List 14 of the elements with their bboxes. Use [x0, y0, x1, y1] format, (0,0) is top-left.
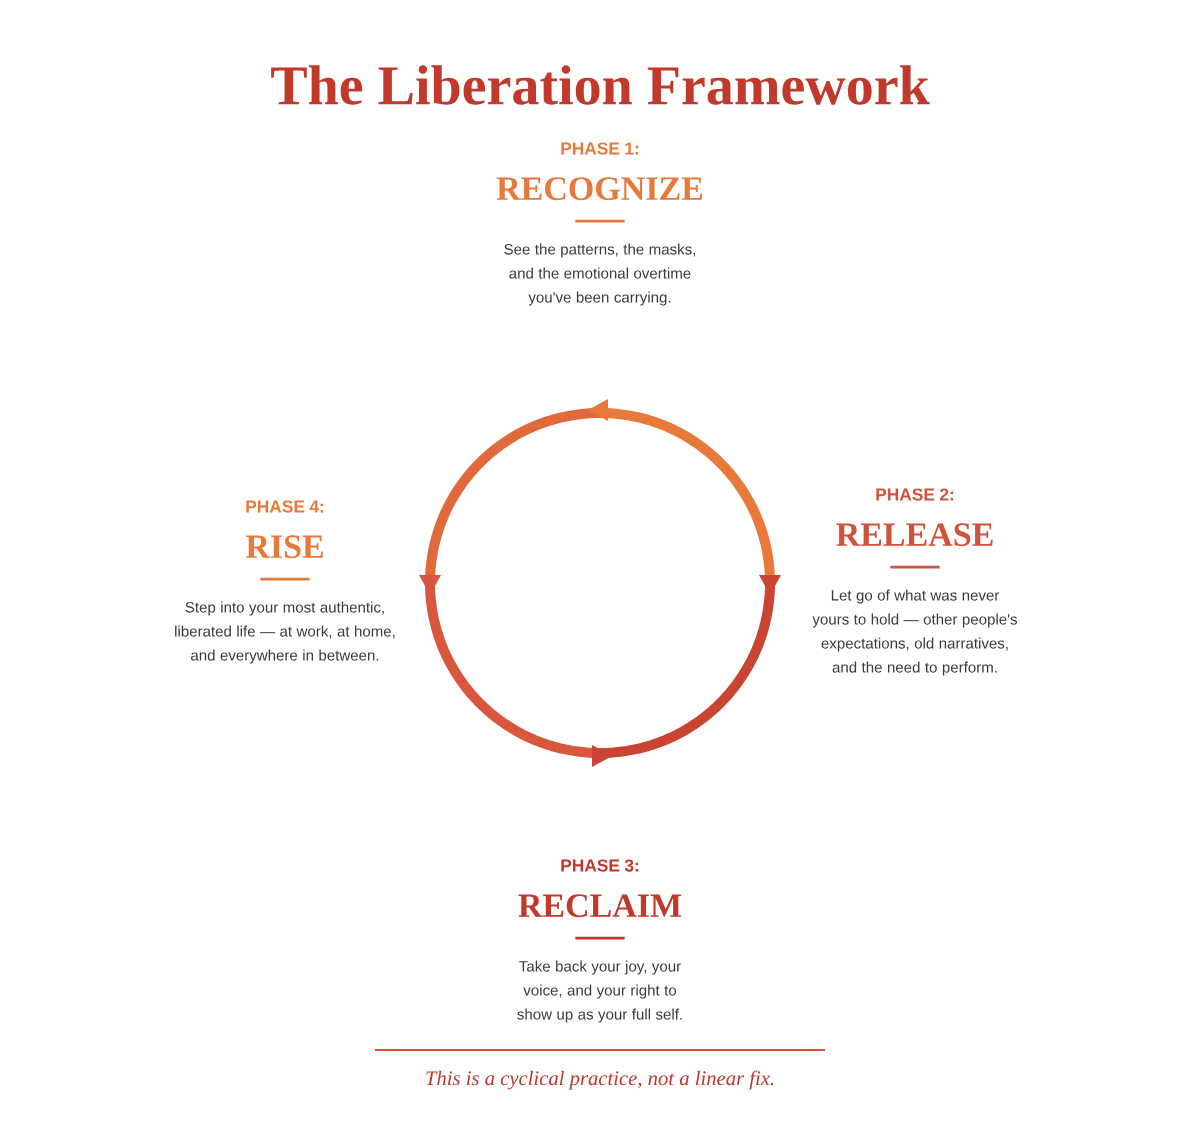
description: Let go of what was never yours to hold — other people's expectations, old narratives, and the need to perform. — [812, 589, 1017, 676]
description: Step into your most authentic, liberated life — at work, at home, and everywhere in between. — [175, 601, 395, 664]
phase-title: RELEASE — [836, 523, 993, 547]
phase-title: RECLAIM — [518, 894, 682, 918]
caption: This is a cyclical practice, not a linear fix. — [426, 1070, 774, 1090]
phase-title: RISE — [245, 535, 323, 559]
phase-label: PHASE 4: — [246, 500, 324, 513]
phase-title: RECOGNIZE — [496, 177, 703, 201]
phase-label: PHASE 3: — [561, 859, 639, 872]
title: The Liberation Framework — [271, 65, 930, 105]
phase-label: PHASE 1: — [561, 142, 639, 155]
description: Take back your joy, your voice, and your right to show up as your full self. — [517, 960, 682, 1023]
phase-label: PHASE 2: — [876, 488, 954, 501]
description: See the patterns, the masks, and the emotional overtime you've been carrying. — [504, 243, 696, 306]
